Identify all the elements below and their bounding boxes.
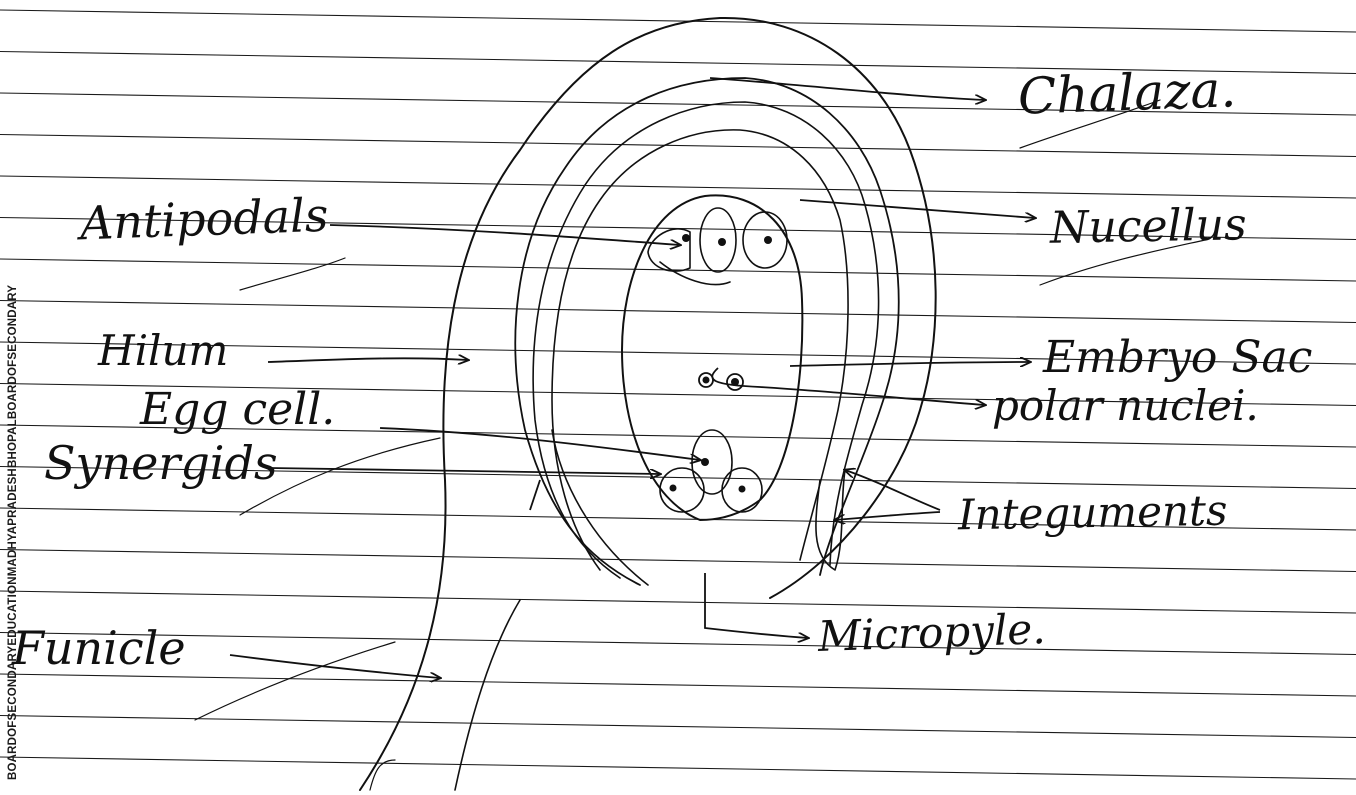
outer-integument-inner-line [533, 102, 878, 578]
label-integuments: Integuments [958, 490, 1228, 537]
label-antipodals: Antipodals [79, 192, 329, 247]
label-synergids: Synergids [44, 440, 278, 486]
label-hilum: Hilum [98, 330, 228, 372]
outer-integument [515, 78, 898, 585]
rule-line [0, 259, 1356, 281]
rule-line [0, 757, 1356, 779]
arrow-integuments-b [835, 512, 940, 520]
arrow-funicle [230, 655, 440, 678]
label-egg-cell: Egg cell. [140, 388, 335, 432]
label-nucellus: Nucellus [1050, 203, 1247, 250]
rule-line [0, 550, 1356, 572]
rule-line [0, 674, 1356, 696]
funicle-stroke-1 [370, 760, 395, 790]
arrow-hilum [268, 358, 468, 362]
antipodal-cells [648, 208, 787, 285]
label-micropyle: Micropyle. [817, 608, 1046, 658]
rule-line [0, 633, 1356, 655]
ovule-left-back-edge [455, 600, 520, 790]
label-polar-nuclei: polar nuclei. [992, 385, 1259, 427]
rule-line [0, 135, 1356, 157]
arrow-polar-nuclei [712, 368, 985, 405]
arrow-integuments-a [845, 470, 940, 510]
rule-line [0, 301, 1356, 323]
arrow-egg-cell [380, 428, 700, 460]
label-arrows [230, 78, 1035, 678]
rule-line [0, 591, 1356, 613]
rule-line [0, 10, 1356, 32]
polar-nuclei-drawing [699, 373, 743, 390]
arrow-micropyle [705, 573, 808, 638]
egg-apparatus [660, 430, 762, 512]
label-funicle: Funicle [12, 625, 186, 671]
arrow-chalaza [710, 78, 985, 100]
arrow-nucellus [800, 200, 1035, 218]
arrow-synergid-base [530, 480, 540, 510]
label-chalaza: Chalaza. [1017, 64, 1237, 122]
rule-line [0, 716, 1356, 738]
label-embryo-sac: Embryo Sac [1043, 336, 1312, 380]
arrow-embryo-sac [790, 362, 1030, 366]
embryo-sac [622, 195, 802, 520]
inner-integument [552, 130, 848, 570]
